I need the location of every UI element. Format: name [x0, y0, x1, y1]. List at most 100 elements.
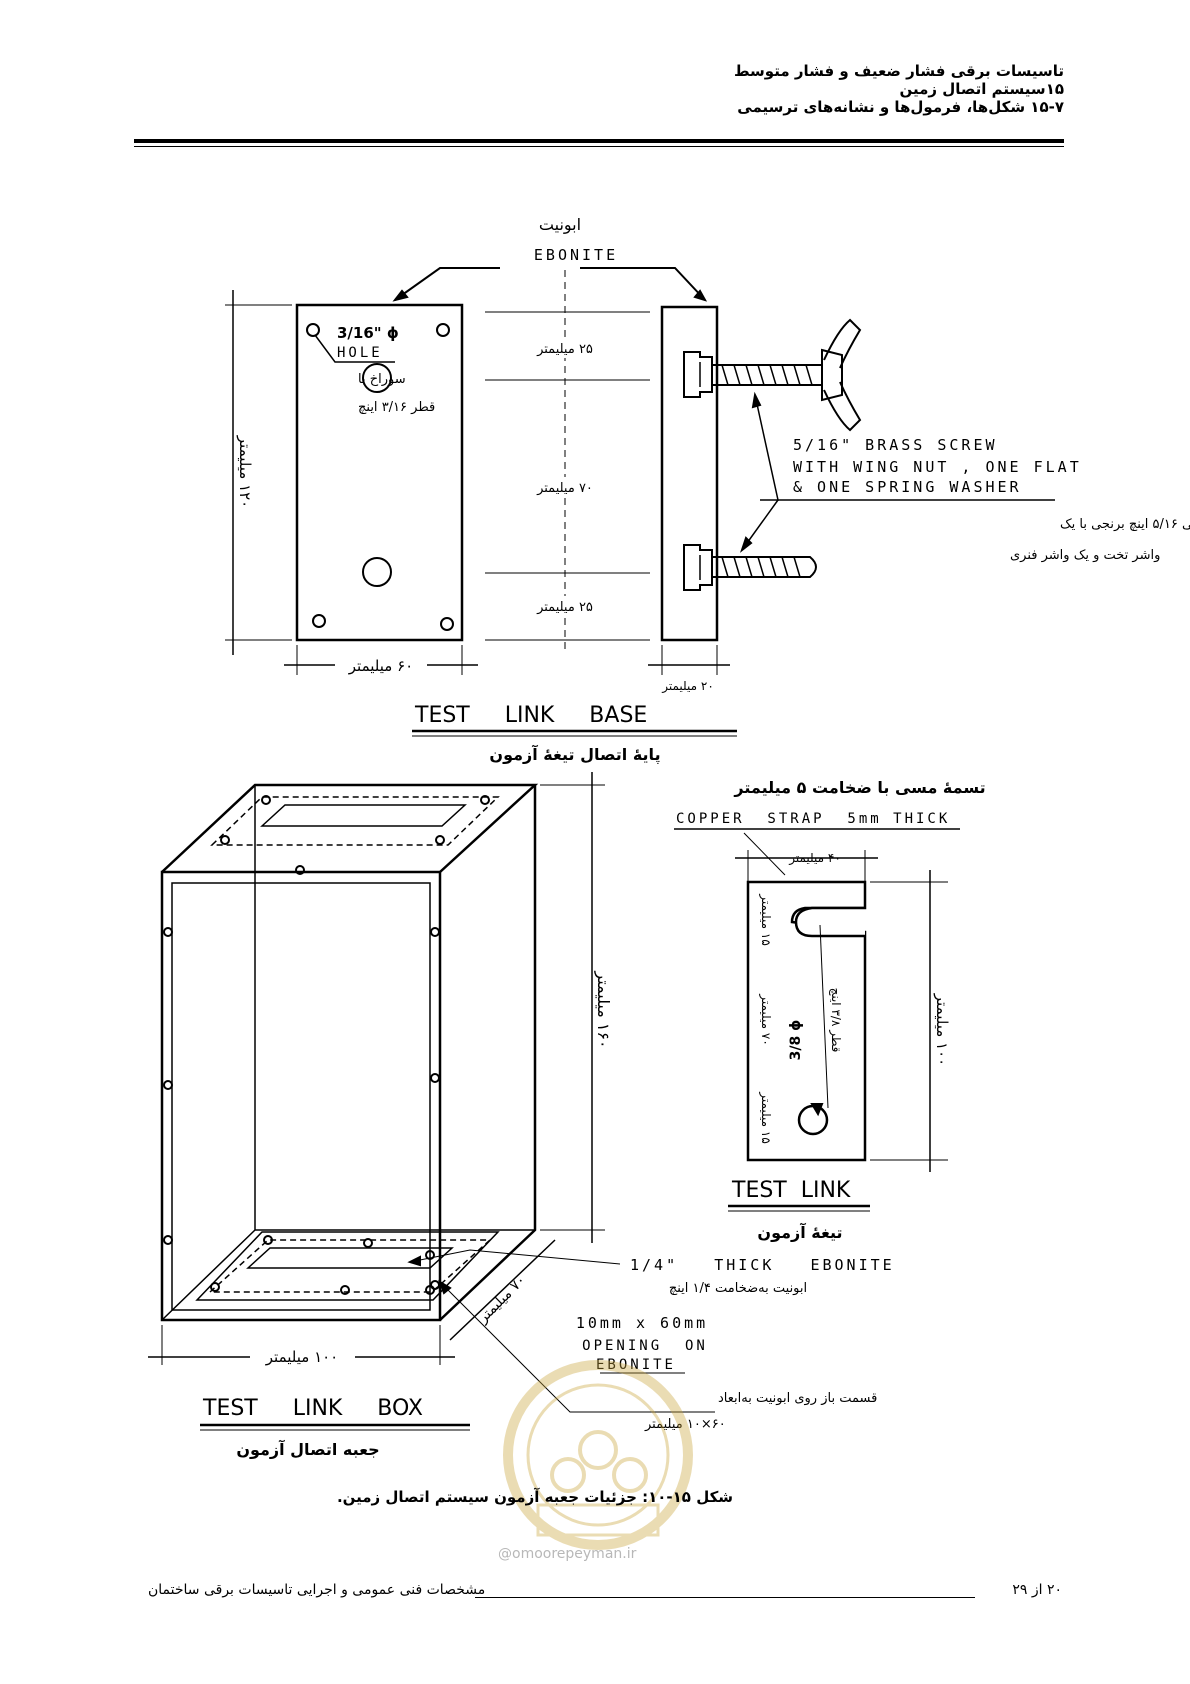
box-bottom-screw-2	[363, 1238, 373, 1248]
opening-en-1: 10mm x 60mm	[576, 1314, 708, 1332]
opening-leader-head	[438, 1279, 452, 1295]
dim-25-top-bg	[520, 338, 610, 358]
screw-fa-2: واشر تخت و یک واشر فنری	[1010, 548, 1160, 563]
screw-leader	[741, 394, 779, 551]
box-bottom-screw-3	[210, 1282, 220, 1292]
ebonite-leader	[409, 1249, 621, 1265]
opening-fa-2: ۶۰×۱۰ میلیمتر	[644, 1417, 726, 1432]
header-rule-thick	[134, 139, 1064, 143]
box-side-screw-3	[163, 1235, 173, 1245]
base-screw-hole-bottom	[362, 557, 392, 587]
box-bottom-ebonite	[195, 1231, 500, 1301]
box-inner-front	[171, 882, 431, 1311]
ebonite-arrow-left	[394, 267, 500, 301]
link-center-arrow	[810, 1103, 824, 1117]
base-hole-br	[440, 617, 454, 631]
box-title-fa: جعبه اتصال آزمون	[236, 1439, 379, 1459]
dim-20-label: ۲۰ میلیمتر	[661, 679, 714, 694]
screw-en-3: & ONE SPRING WASHER	[793, 478, 1022, 496]
footer-rule	[475, 1597, 975, 1598]
box-top-screw-5	[295, 865, 305, 875]
link-dim-15-bottom: ۱۵ میلیمتر	[758, 1091, 773, 1144]
watermark-emblem	[503, 1360, 693, 1550]
dim-160-label: ۱۶۰ میلیمتر	[593, 970, 613, 1048]
hole-fa-2: قطر ۳/۱۶ اینچ	[358, 400, 435, 415]
upper-screw	[683, 318, 862, 432]
hole-en-top: 3/16" ϕ	[337, 324, 399, 342]
header-rule-thin	[134, 146, 1064, 147]
link-title-en: TEST LINK	[731, 1178, 851, 1203]
ebonite-arrow-right-head	[693, 289, 708, 302]
link-dim-15-top: ۱۵ میلیمتر	[758, 893, 773, 946]
box-side-screw-6	[430, 1280, 440, 1290]
link-center-line	[819, 924, 829, 1109]
header-line-3: ۱۵-۷ شکل‌ها، فرمول‌ها و نشانه‌های ترسیمی	[737, 98, 1064, 116]
box-bottom-screw-5	[425, 1285, 435, 1295]
test-link: تسمهٔ مسی با ضخامت ۵ میلیمتر COPPER STRA…	[674, 778, 986, 1242]
footer-page-number: ۲۰ از ۲۹	[1012, 1582, 1062, 1598]
opening-fa-1: قسمت باز روی ابونیت به‌ابعاد	[718, 1391, 877, 1406]
box-back-edges	[161, 785, 535, 1321]
box-top-screw-1	[261, 795, 271, 805]
box-side-screw-1	[163, 927, 173, 937]
page-header: تاسیسات برقی فشار ضعیف و فشار متوسط ۱۵سی…	[464, 62, 1064, 116]
strap-fa: تسمهٔ مسی با ضخامت ۵ میلیمتر	[733, 778, 985, 797]
dim-120-label: ۱۲۰ میلیمتر	[236, 435, 254, 508]
dim-70-bg	[520, 477, 610, 497]
box-front-face	[160, 870, 442, 1322]
link-slot	[794, 906, 865, 938]
link-title-fa: تیغهٔ آزمون	[757, 1222, 842, 1242]
lower-screw	[683, 544, 817, 591]
dim-100-box-label: ۱۰۰ میلیمتر	[265, 1348, 338, 1366]
box-side-screw-5	[430, 1073, 440, 1083]
link-dim-70: ۷۰ میلیمتر	[758, 993, 773, 1046]
box-top-opening	[260, 804, 467, 827]
dim-25-top-label: ۲۵ میلیمتر	[536, 342, 593, 357]
watermark-site: @omoorepeyman.ir	[498, 1546, 637, 1562]
box-ebonite-en: 1/4" THICK EBONITE	[630, 1256, 895, 1274]
strap-leader	[743, 832, 786, 876]
hole-leader	[314, 334, 395, 363]
opening-leader	[439, 1281, 715, 1413]
header-line-2: ۱۵سیستم اتصال زمین	[899, 80, 1064, 98]
dim-70-label: ۷۰ میلیمتر	[536, 481, 593, 496]
base-plate-side	[660, 305, 719, 642]
ebonite-fa-label: ابونیت	[539, 215, 581, 235]
test-link-base: ابونیت EBONITE 3/16" ϕ HOLE سوراخ با قطر…	[225, 215, 1190, 765]
box-side-screw-2	[163, 1080, 173, 1090]
screw-leader-head-2	[740, 536, 753, 553]
box-bottom-screw-1	[263, 1235, 273, 1245]
hole-fa-1: سوراخ با	[358, 372, 406, 387]
test-link-box: ۱۶۰ میلیمتر ۷۰ میلیمتر ۱۰۰ میلیمتر 1/4" …	[148, 772, 895, 1459]
figure-caption: شکل ۱۵-۱۰: جزئیات جعبه آزمون سیستم اتصال…	[336, 1488, 734, 1506]
ebonite-leader-head	[407, 1255, 421, 1267]
box-top-ebonite	[210, 796, 500, 846]
dim-60-label-bg	[335, 655, 427, 675]
box-title-en: TEST LINK BOX	[202, 1396, 423, 1421]
dim-100-box-bg	[250, 1346, 355, 1366]
screw-en-2: WITH WING NUT , ONE FLAT	[793, 458, 1082, 476]
opening-en-3: EBONITE	[596, 1357, 676, 1373]
box-top-screw-2	[480, 795, 490, 805]
strap-en: COPPER STRAP 5mm THICK	[676, 811, 950, 827]
base-hole-tl	[306, 323, 320, 337]
screw-leader-head-1	[751, 391, 762, 409]
link-dia-fa: قطر ۳/۸ اینچ	[828, 988, 843, 1053]
dim-60-label: ۶۰ میلیمتر	[348, 657, 413, 675]
link-hole	[797, 1104, 829, 1136]
box-top-screw-4	[435, 835, 445, 845]
box-top-face	[161, 783, 539, 873]
link-dia-en: 3/8 ϕ	[788, 1020, 804, 1061]
screw-en-1: 5/16" BRASS SCREW	[793, 436, 998, 454]
box-bottom-opening	[246, 1247, 454, 1269]
base-plate-front	[295, 303, 464, 642]
box-side-screw-4	[430, 927, 440, 937]
footer-doc-title: مشخصات فنی عمومی و اجرایی تاسیسات برقی س…	[148, 1582, 486, 1598]
box-ebonite-fa: ابونیت به‌ضخامت ۱/۴ اینچ	[669, 1281, 807, 1296]
ebonite-arrow-left-head	[392, 289, 409, 302]
box-top-screw-3	[220, 835, 230, 845]
ebonite-en-label: EBONITE	[534, 246, 618, 264]
opening-en-2: OPENING ON	[582, 1338, 708, 1354]
box-bottom-screw-4	[340, 1285, 350, 1295]
box-bottom-ebonite-inner	[208, 1239, 492, 1293]
